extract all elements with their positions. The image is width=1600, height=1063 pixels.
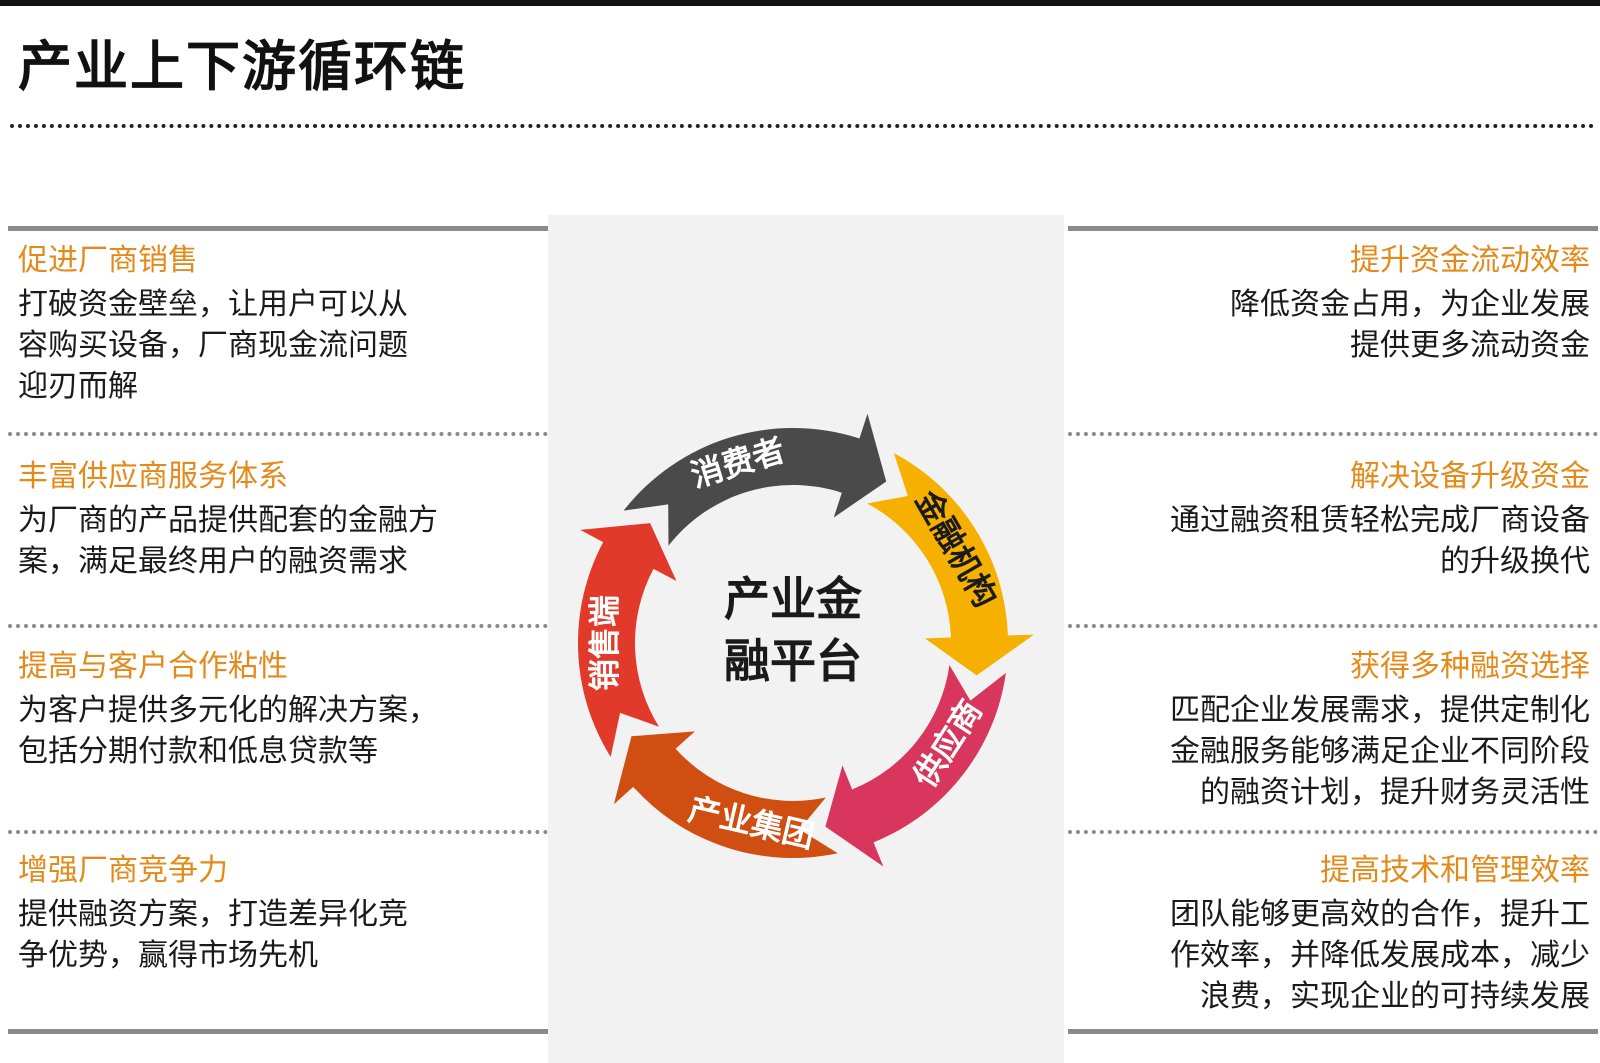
item-title: 获得多种融资选择 xyxy=(1350,649,1590,684)
item-divider xyxy=(8,624,548,628)
desc-line: 打破资金壁垒，让用户可以从 xyxy=(18,287,408,322)
item-title: 增强厂商竞争力 xyxy=(18,853,228,888)
right-column-top-rule xyxy=(1068,226,1598,231)
left-column-top-rule xyxy=(8,226,548,231)
right-item-1: 提升资金流动效率 降低资金占用，为企业发展 提供更多流动资金 xyxy=(1068,240,1598,366)
item-desc: 通过融资租赁轻松完成厂商设备 的升级换代 xyxy=(1068,500,1598,582)
desc-line: 匹配企业发展需求，提供定制化 xyxy=(1170,693,1590,728)
center-panel: 消费者金融机构供应商产业集团销售端 产业金 融平台 xyxy=(548,215,1064,1063)
item-divider xyxy=(1068,432,1598,436)
cycle-arrow-4 xyxy=(613,731,838,858)
desc-line: 的升级换代 xyxy=(1440,544,1590,579)
item-desc: 降低资金占用，为企业发展 提供更多流动资金 xyxy=(1068,284,1598,366)
desc-line: 提供更多流动资金 xyxy=(1350,328,1590,363)
desc-line: 浪费，实现企业的可持续发展 xyxy=(1200,979,1590,1014)
cycle-arrow-2 xyxy=(867,453,1034,676)
item-desc: 为厂商的产品提供配套的金融方 案，满足最终用户的融资需求 xyxy=(8,500,548,582)
cycle-arrow-5 xyxy=(578,523,677,757)
item-desc: 提供融资方案，打造差异化竞 争优势，赢得市场先机 xyxy=(8,894,548,976)
right-item-2: 解决设备升级资金 通过融资租赁轻松完成厂商设备 的升级换代 xyxy=(1068,456,1598,582)
desc-line: 的融资计划，提升财务灵活性 xyxy=(1200,775,1590,810)
item-divider xyxy=(1068,830,1598,834)
desc-line: 提供融资方案，打造差异化竞 xyxy=(18,897,408,932)
desc-line: 作效率，并降低发展成本，减少 xyxy=(1170,938,1590,973)
cycle-label-5: 销售端 xyxy=(586,595,624,691)
item-title: 提升资金流动效率 xyxy=(1350,243,1590,278)
desc-line: 案，满足最终用户的融资需求 xyxy=(18,544,408,579)
item-title: 提高与客户合作粘性 xyxy=(18,649,288,684)
left-item-2: 丰富供应商服务体系 为厂商的产品提供配套的金融方 案，满足最终用户的融资需求 xyxy=(8,456,548,582)
right-item-3: 获得多种融资选择 匹配企业发展需求，提供定制化 金融服务能够满足企业不同阶段 的… xyxy=(1068,646,1598,813)
left-item-4: 增强厂商竞争力 提供融资方案，打造差异化竞 争优势，赢得市场先机 xyxy=(8,850,548,976)
center-label-line2: 融平台 xyxy=(724,634,862,688)
right-item-4: 提高技术和管理效率 团队能够更高效的合作，提升工 作效率，并降低发展成本，减少 … xyxy=(1068,850,1598,1017)
cycle-arrow-3 xyxy=(825,664,1006,867)
item-title: 解决设备升级资金 xyxy=(1350,459,1590,494)
left-item-3: 提高与客户合作粘性 为客户提供多元化的解决方案， 包括分期付款和低息贷款等 xyxy=(8,646,548,772)
desc-line: 金融服务能够满足企业不同阶段 xyxy=(1170,734,1590,769)
cycle-arrow-1 xyxy=(623,413,887,546)
cycle-segments xyxy=(578,413,1034,867)
item-divider xyxy=(8,432,548,436)
item-desc: 打破资金壁垒，让用户可以从 容购买设备，厂商现金流问题 迎刃而解 xyxy=(8,284,548,407)
item-title: 丰富供应商服务体系 xyxy=(18,459,288,494)
desc-line: 容购买设备，厂商现金流问题 xyxy=(18,328,408,363)
left-item-1: 促进厂商销售 打破资金壁垒，让用户可以从 容购买设备，厂商现金流问题 迎刃而解 xyxy=(8,240,548,407)
page-title: 产业上下游循环链 xyxy=(18,35,466,98)
desc-line: 降低资金占用，为企业发展 xyxy=(1230,287,1590,322)
right-column-bottom-rule xyxy=(1068,1029,1598,1034)
left-column-bottom-rule xyxy=(8,1029,548,1034)
item-desc: 匹配企业发展需求，提供定制化 金融服务能够满足企业不同阶段 的融资计划，提升财务… xyxy=(1068,690,1598,813)
desc-line: 为客户提供多元化的解决方案， xyxy=(18,693,438,728)
desc-line: 为厂商的产品提供配套的金融方 xyxy=(18,503,438,538)
desc-line: 包括分期付款和低息贷款等 xyxy=(18,734,378,769)
item-desc: 团队能够更高效的合作，提升工 作效率，并降低发展成本，减少 浪费，实现企业的可持… xyxy=(1068,894,1598,1017)
item-divider xyxy=(8,830,548,834)
desc-line: 争优势，赢得市场先机 xyxy=(18,938,318,973)
desc-line: 迎刃而解 xyxy=(18,369,138,404)
item-title: 促进厂商销售 xyxy=(18,243,198,278)
item-title: 提高技术和管理效率 xyxy=(1320,853,1590,888)
top-rule xyxy=(0,0,1600,6)
item-divider xyxy=(1068,624,1598,628)
title-divider xyxy=(10,124,1595,128)
center-label-line1: 产业金 xyxy=(724,572,863,626)
item-desc: 为客户提供多元化的解决方案， 包括分期付款和低息贷款等 xyxy=(8,690,548,772)
desc-line: 团队能够更高效的合作，提升工 xyxy=(1170,897,1590,932)
desc-line: 通过融资租赁轻松完成厂商设备 xyxy=(1170,503,1590,538)
